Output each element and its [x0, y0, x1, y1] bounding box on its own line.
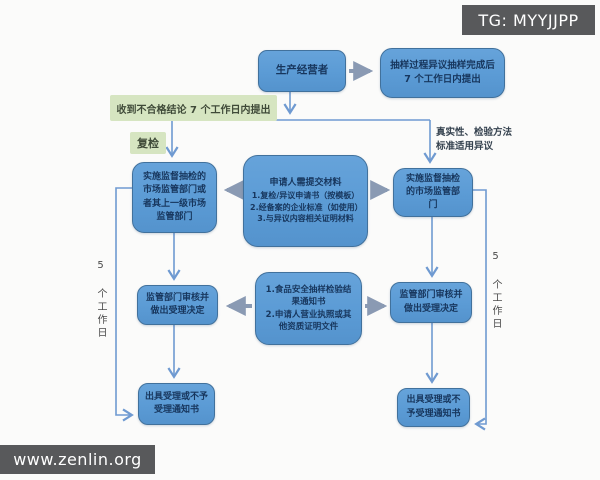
docs-item-1: 1.食品安全抽样检验结果通知书 — [265, 284, 352, 308]
node-left-review: 监管部门审核并做出受理决定 — [137, 285, 218, 325]
node-right-review-label: 监管部门审核并做出受理决定 — [399, 290, 463, 314]
node-right-notice-label: 出具受理或不予受理通知书 — [406, 395, 461, 419]
tg-watermark-text: TG: MYYJJPP — [478, 10, 579, 30]
materials-item-1: 1.复检/异议申请书（按模板） — [251, 191, 360, 201]
label-recheck: 复检 — [130, 132, 166, 154]
node-left-authority-label: 实施监督抽检的市场监管部门或者其上一级市场监管部门 — [143, 172, 207, 222]
node-sampling-objection-label: 抽样过程异议抽样完成后 7 个工作日内提出 — [390, 60, 495, 85]
label-received-unqualified-text: 收到不合格结论 7 个工作日内提出 — [116, 104, 271, 116]
site-watermark-text: www.zenlin.org — [13, 450, 142, 469]
node-producer: 生产经营者 — [258, 50, 346, 92]
node-materials: 申请人需提交材料 1.复检/异议申请书（按模板） 2.经备案的企业标准（如使用）… — [243, 155, 368, 247]
materials-title: 申请人需提交材料 — [269, 178, 342, 189]
node-right-notice: 出具受理或不予受理通知书 — [397, 388, 470, 427]
node-sampling-objection: 抽样过程异议抽样完成后 7 个工作日内提出 — [380, 48, 505, 98]
label-authenticity-line1: 真实性、检验方法 — [436, 127, 513, 138]
label-authenticity-line2: 标准适用异议 — [436, 141, 494, 153]
line-right-bypass-5days — [473, 189, 487, 431]
line-left-bypass-5days — [115, 187, 134, 422]
label-five-workdays-left: 5 个工作日 — [95, 260, 106, 340]
tg-watermark-badge: TG: MYYJJPP — [462, 5, 595, 35]
node-producer-label: 生产经营者 — [275, 64, 329, 77]
node-right-review: 监管部门审核并做出受理决定 — [390, 282, 472, 323]
node-docs: 1.食品安全抽样检验结果通知书 2.申请人营业执照或其他资质证明文件 — [255, 272, 362, 345]
node-left-notice: 出具受理或不予受理通知书 — [138, 383, 215, 425]
docs-item-2: 2.申请人营业执照或其他资质证明文件 — [265, 309, 352, 332]
label-authenticity-objection: 真实性、检验方法 标准适用异议 — [436, 126, 512, 155]
node-right-authority: 实施监督抽检的市场监管部门 — [393, 168, 473, 217]
node-left-authority: 实施监督抽检的市场监管部门或者其上一级市场监管部门 — [132, 162, 217, 233]
label-recheck-text: 复检 — [137, 137, 159, 150]
node-right-authority-label: 实施监督抽检的市场监管部门 — [405, 173, 460, 211]
label-five-workdays-right: 5 个工作日 — [490, 251, 501, 331]
node-left-review-label: 监管部门审核并做出受理决定 — [145, 292, 209, 316]
node-left-notice-label: 出具受理或不予受理通知书 — [144, 391, 208, 415]
site-watermark-badge: www.zenlin.org — [0, 445, 155, 474]
label-received-unqualified: 收到不合格结论 7 个工作日内提出 — [110, 95, 277, 121]
materials-item-2: 2.经备案的企业标准（如使用） — [250, 202, 363, 212]
materials-item-3: 3.与异议内容相关证明材料 — [257, 214, 354, 224]
